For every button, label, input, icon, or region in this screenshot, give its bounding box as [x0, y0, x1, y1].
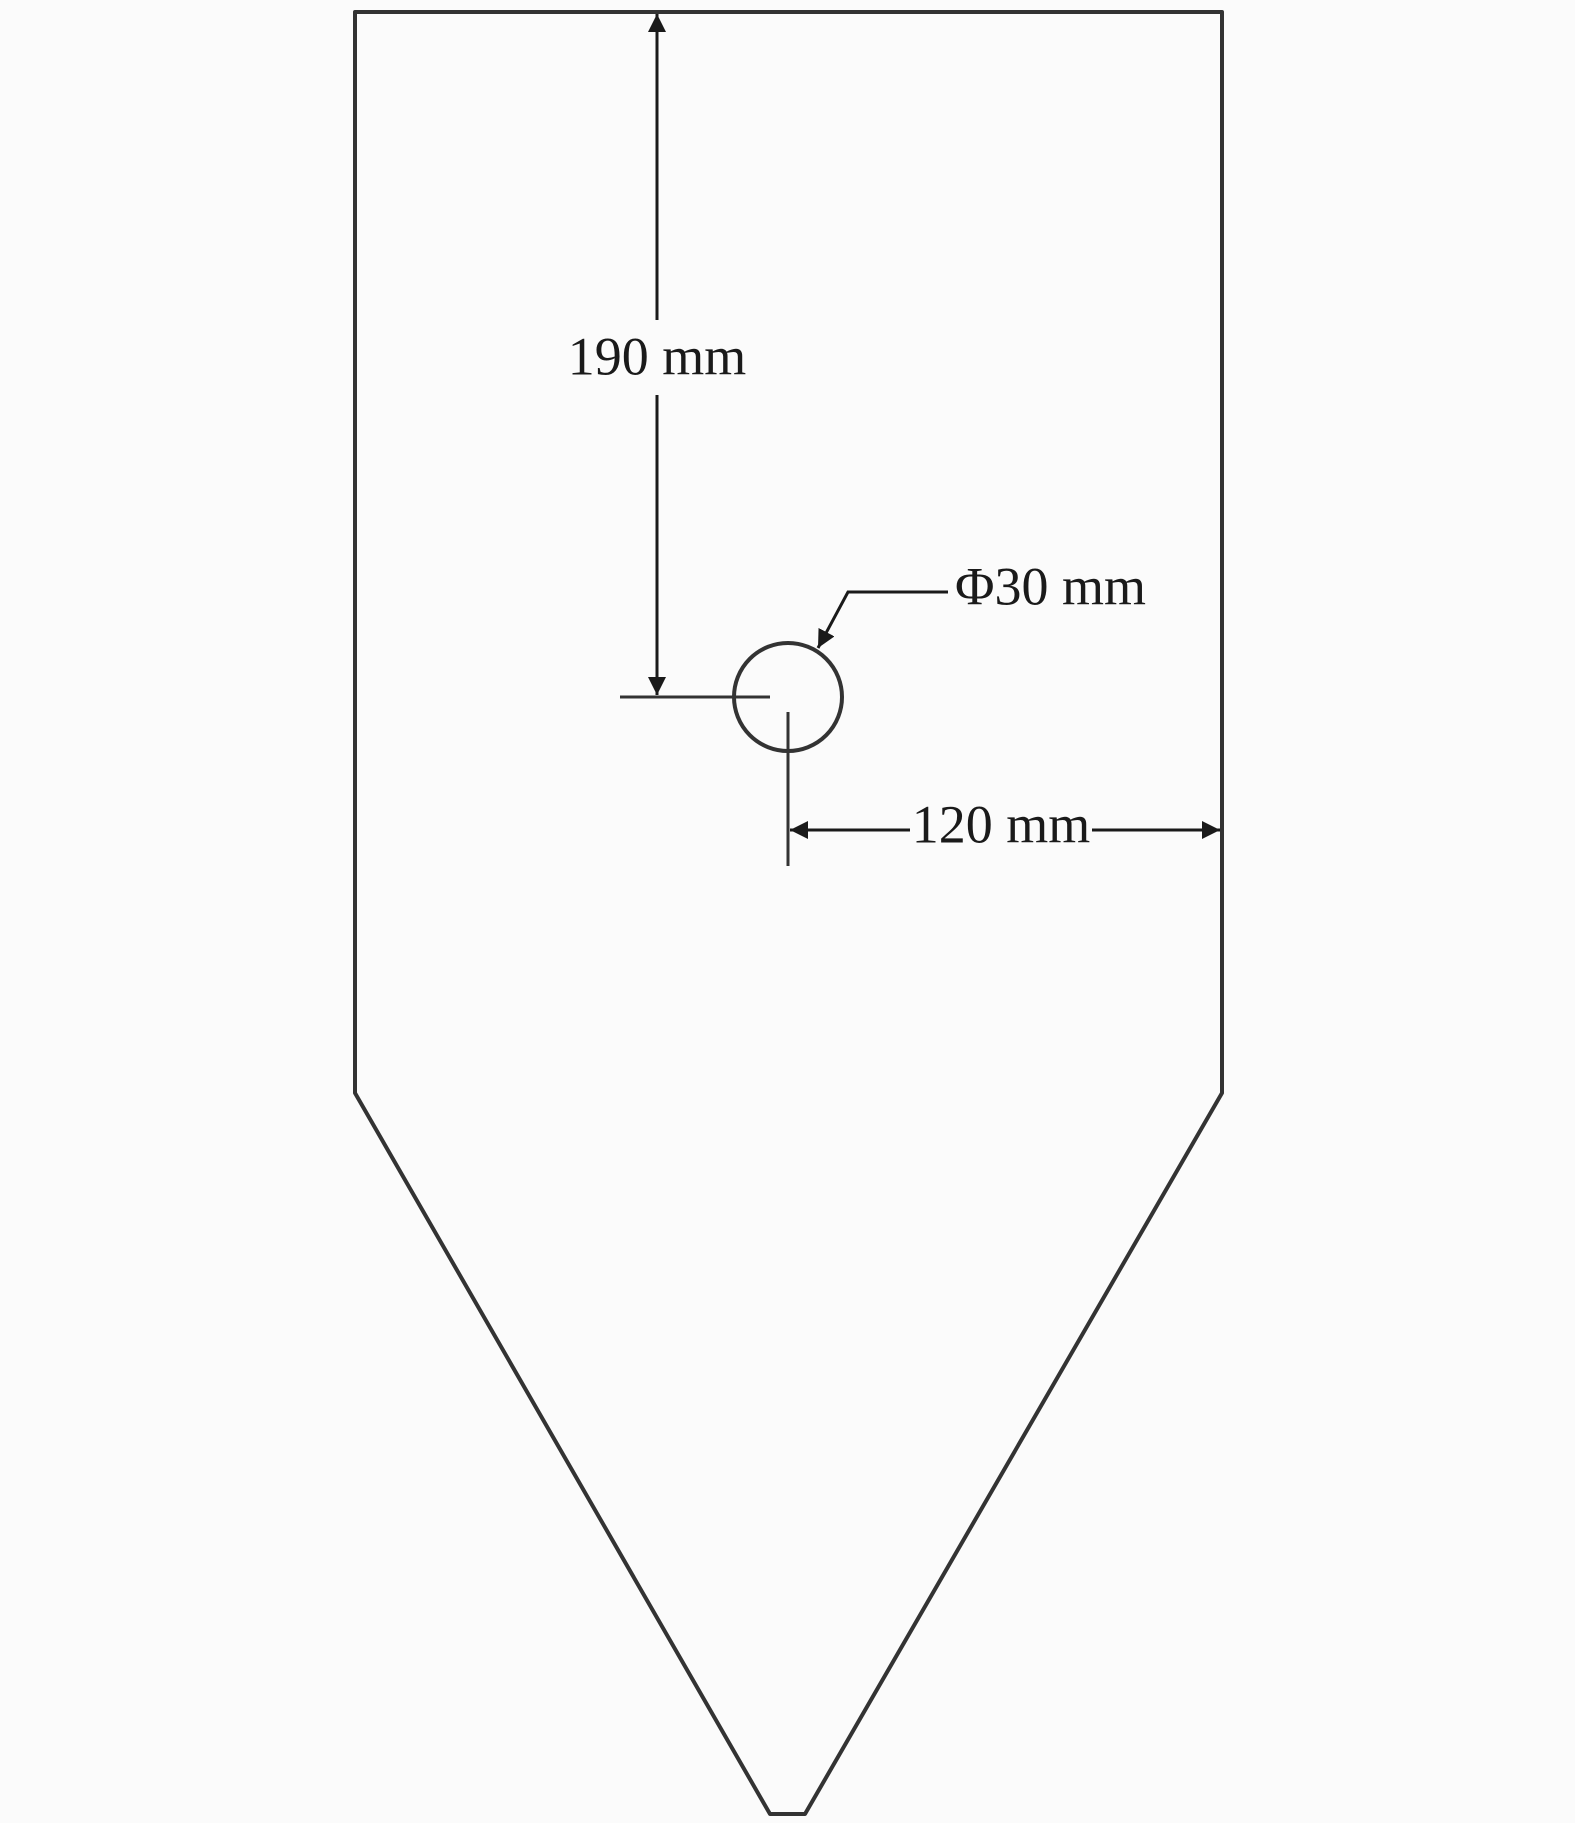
- vessel-outline: [353, 10, 1224, 1816]
- dimension-label-diameter: Φ30 mm: [955, 556, 1146, 616]
- dimension-label-190: 190 mm: [568, 326, 747, 386]
- leader-line-diameter: [816, 590, 948, 649]
- dimension-label-120: 120 mm: [912, 794, 1091, 854]
